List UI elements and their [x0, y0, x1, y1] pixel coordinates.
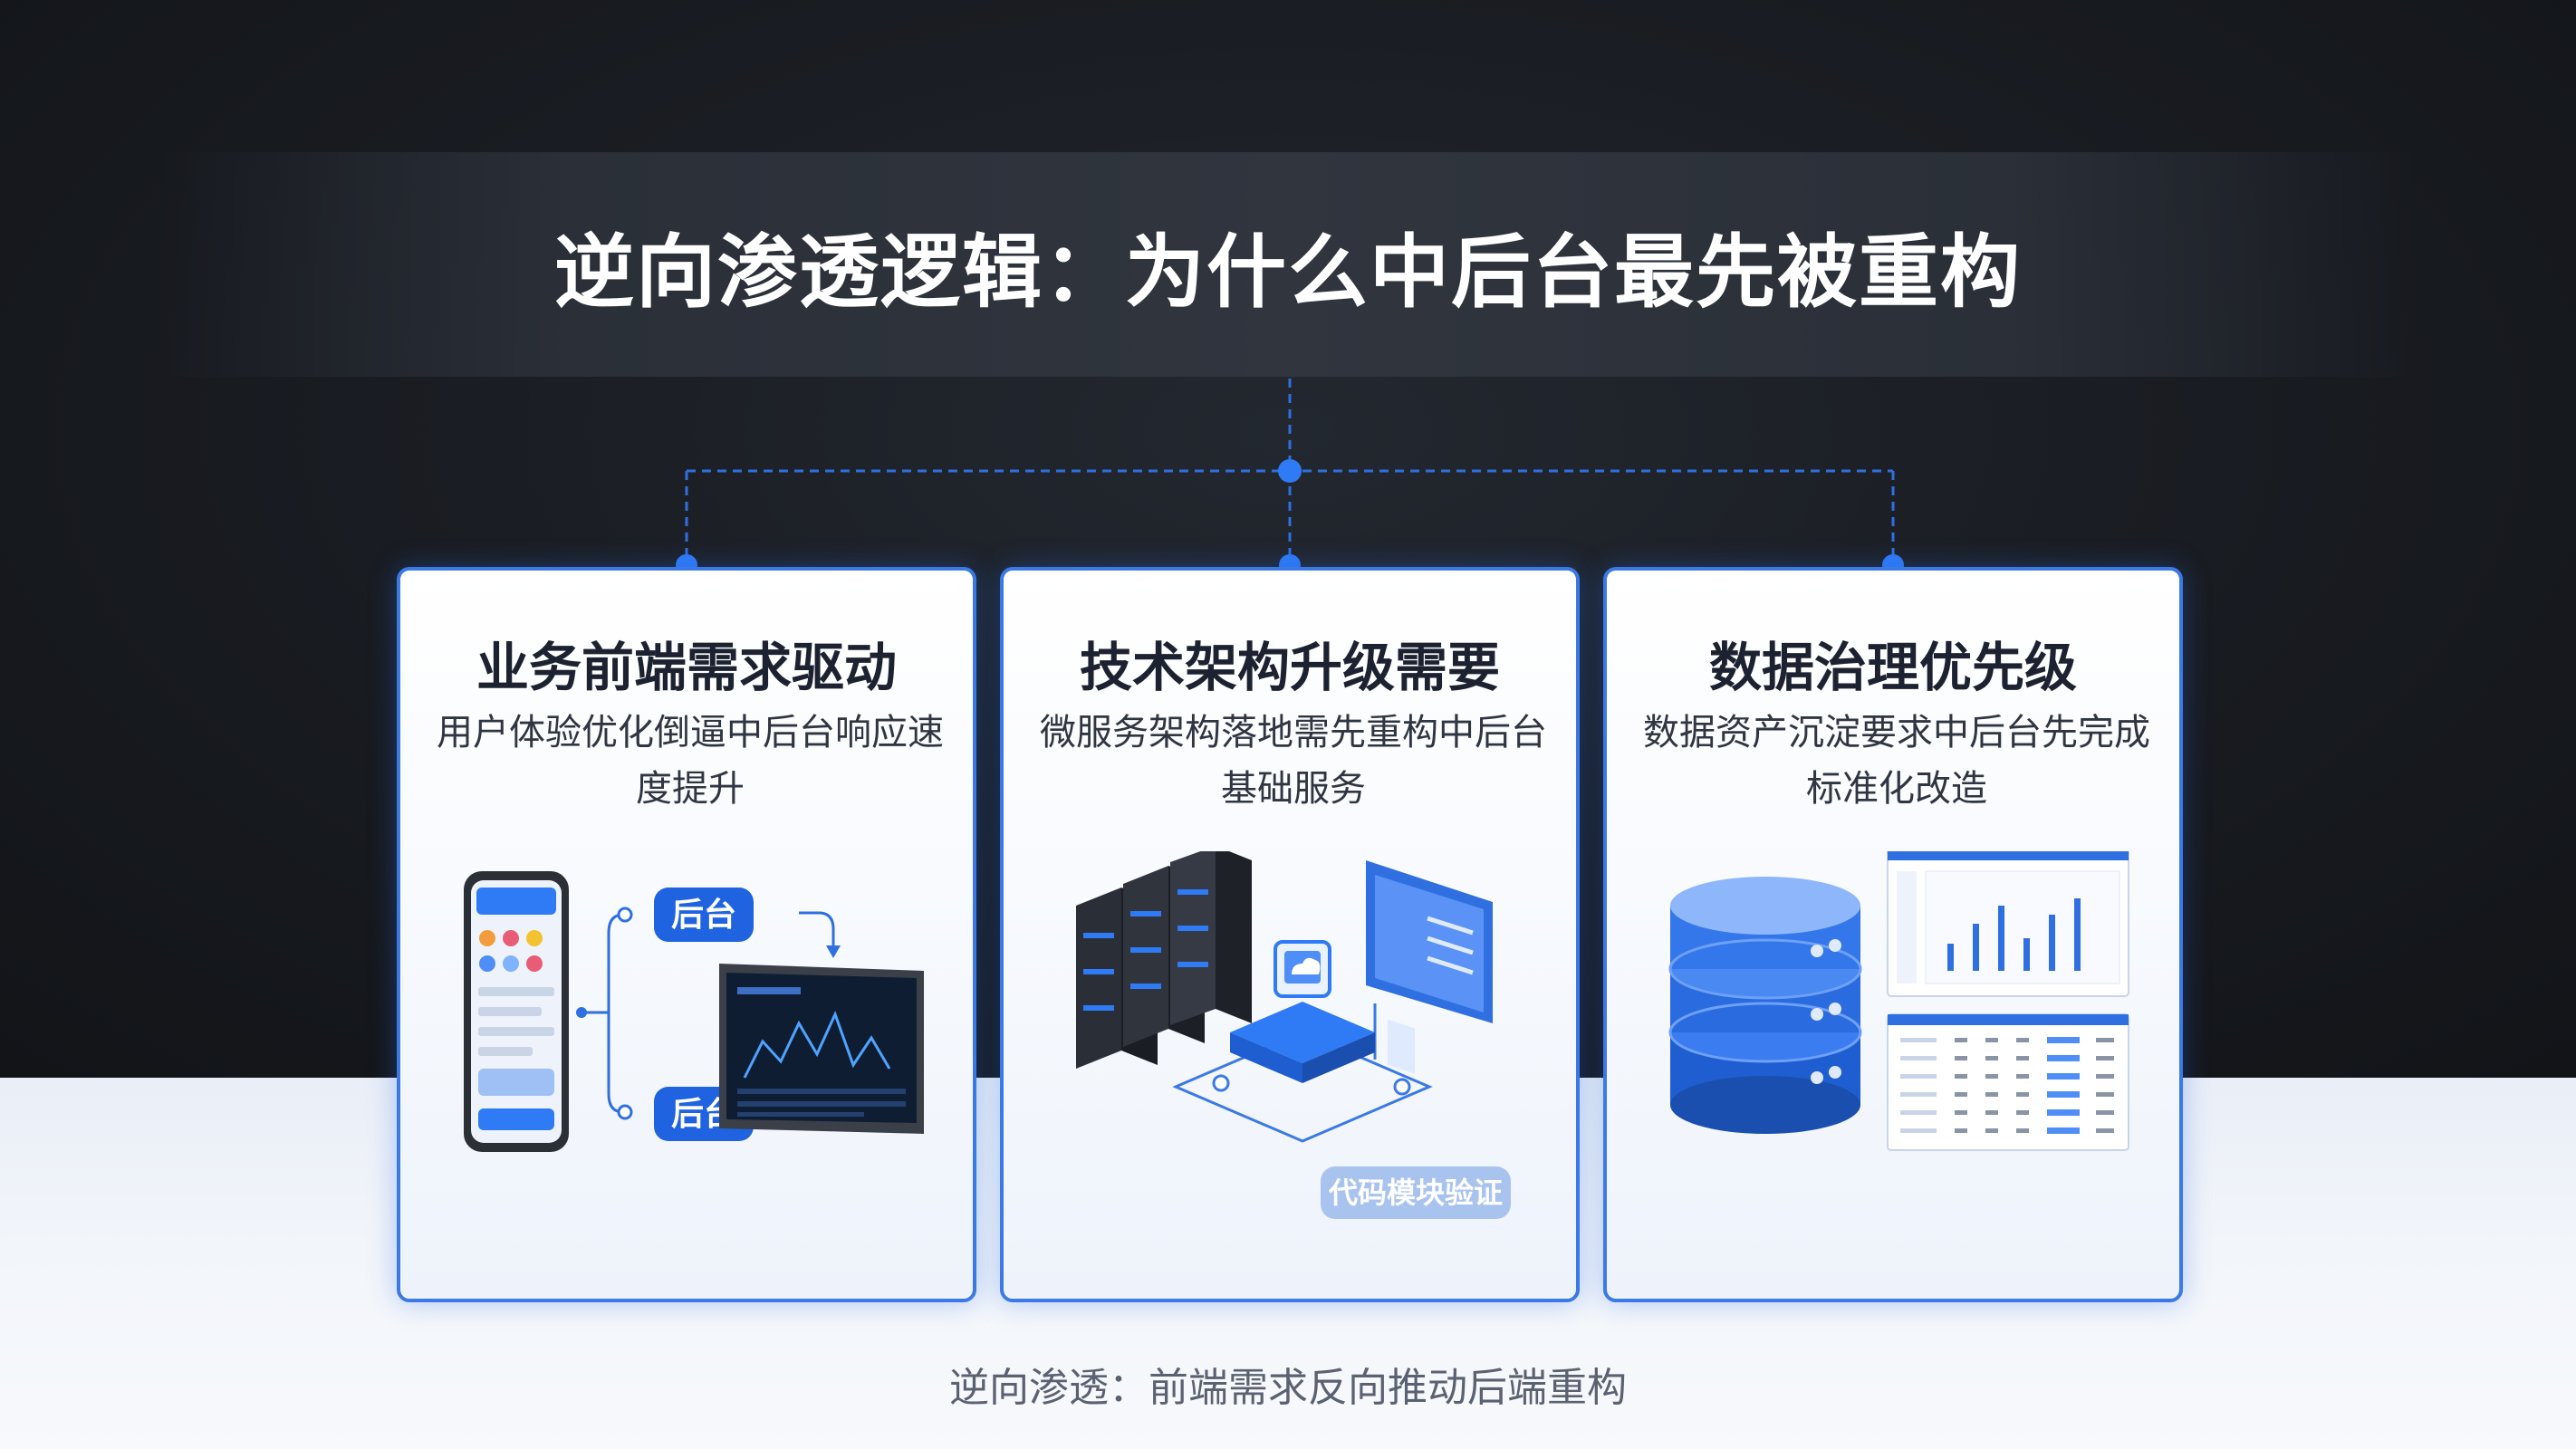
title-band: [163, 152, 2413, 377]
server-rack-icon: [1170, 851, 1252, 1025]
dashboard-monitor-icon: [719, 964, 924, 1134]
backend-tag-label: 后台: [671, 897, 736, 934]
microservice-illustration: 代码模块验证: [1076, 851, 1511, 1219]
card-description-line: 数据资产沉淀要求中后台先完成: [1643, 712, 2150, 753]
network-node: [1212, 1074, 1230, 1092]
card-description-line: 标准化改造: [1806, 768, 1987, 810]
smartphone-icon: [464, 871, 569, 1152]
bar-chart-window-icon: [1887, 851, 2129, 997]
branch-node: [617, 907, 633, 923]
database-icon: [1668, 877, 1862, 1134]
branch-node: [617, 1104, 633, 1120]
code-module-tag: 代码模块验证: [1321, 1166, 1511, 1219]
card-title: 数据治理优先级: [1708, 637, 2077, 698]
data-governance-illustration: [1668, 851, 2129, 1151]
card-architecture-upgrade: 技术架构升级需要 微服务架构落地需先重构中后台 基础服务: [1000, 567, 1580, 1302]
card-title: 业务前端需求驱动: [476, 637, 897, 698]
card-description: 微服务架构落地需先重构中后台 基础服务: [1040, 705, 1547, 817]
card-description-line: 用户体验优化倒逼中后台响应速: [437, 712, 944, 753]
network-node: [1393, 1078, 1411, 1096]
card-description: 用户体验优化倒逼中后台响应速 度提升: [437, 705, 944, 817]
card-title: 技术架构升级需要: [1079, 637, 1500, 698]
frontend-backend-illustration: 后台 后台: [464, 871, 924, 1152]
card-description-line: 度提升: [636, 768, 745, 810]
cloud-core-icon: [1230, 940, 1375, 1083]
card-data-governance: 数据治理优先级 数据资产沉淀要求中后台先完成 标准化改造: [1603, 567, 2183, 1302]
code-module-tag-label: 代码模块验证: [1328, 1176, 1503, 1210]
branch-node: [576, 1007, 587, 1018]
card-description-line: 基础服务: [1221, 768, 1366, 810]
card-frontend-demand: 业务前端需求驱动 用户体验优化倒逼中后台响应速 度提升: [397, 567, 976, 1302]
footer-caption: 逆向渗透：前端需求反向推动后端重构: [949, 1365, 1627, 1411]
backend-tag-top: 后台: [654, 888, 754, 942]
card-description-line: 微服务架构落地需先重构中后台: [1040, 712, 1547, 753]
data-table-window-icon: [1887, 1013, 2129, 1151]
connector-hub-dot: [1278, 459, 1302, 483]
card-description: 数据资产沉淀要求中后台先完成 标准化改造: [1643, 705, 2150, 817]
page-title: 逆向渗透逻辑：为什么中后台最先被重构: [553, 226, 2022, 319]
display-panel-icon: [1366, 860, 1493, 1074]
